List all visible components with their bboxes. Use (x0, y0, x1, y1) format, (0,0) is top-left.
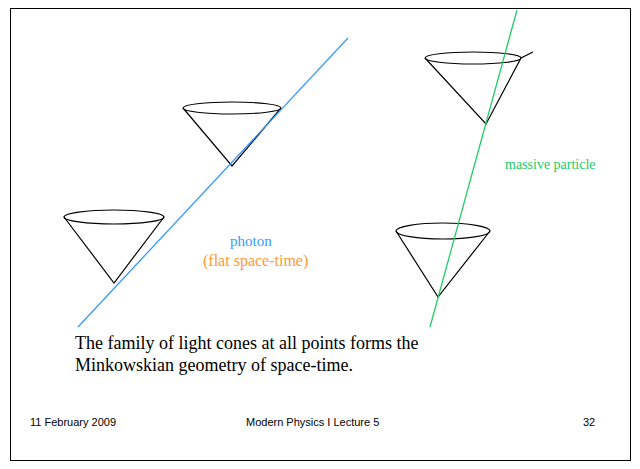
note-label: (flat space-time) (203, 252, 308, 270)
massive-particle-worldline (430, 10, 517, 327)
page-number: 32 (583, 416, 595, 429)
slide-frame (11, 9, 631, 461)
photon-label: photon (230, 233, 272, 250)
light-cone (425, 52, 533, 124)
massive-particle-label: massive particle (505, 157, 596, 173)
light-cone (396, 223, 490, 297)
footer-date: 11 February 2009 (30, 416, 116, 429)
photon-worldline (78, 38, 348, 327)
light-cone (64, 210, 164, 283)
light-cone (183, 102, 281, 166)
caption: The family of light cones at all points … (75, 333, 500, 376)
footer-title: Modern Physics I Lecture 5 (246, 416, 379, 429)
